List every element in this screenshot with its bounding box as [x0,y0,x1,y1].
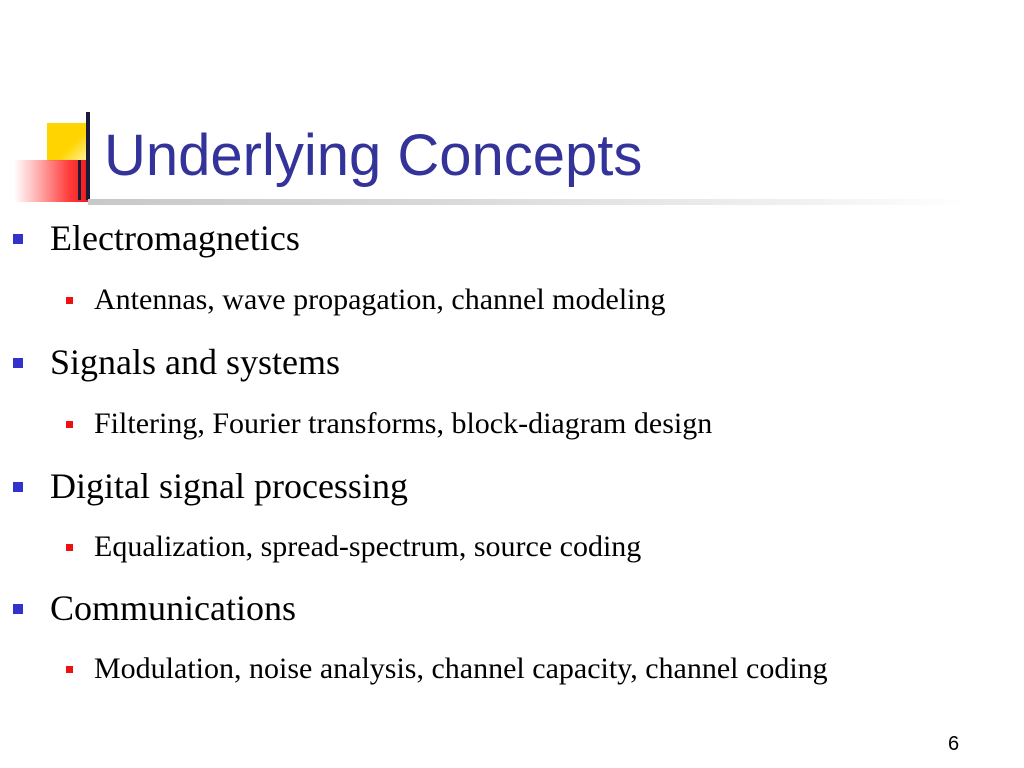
square-bullet-icon [13,358,23,368]
slide-logo-decoration [0,0,130,220]
yellow-square [47,123,87,161]
vertical-rule [86,112,90,200]
small-square-bullet-icon [66,297,73,304]
sub-bullet-text: Equalization, spread-spectrum, source co… [94,530,642,563]
title-underline [88,199,968,205]
sub-bullet-text: Modulation, noise analysis, channel capa… [94,652,828,685]
bullet-text: Signals and systems [50,342,341,382]
slide-title: Underlying Concepts [104,123,643,188]
page-number: 6 [948,733,960,755]
bullet-text: Communications [50,588,296,628]
red-gradient-bar [14,160,88,202]
bullet-text: Digital signal processing [50,466,408,506]
square-bullet-icon [13,482,23,492]
vertical-rule-short [78,160,81,200]
small-square-bullet-icon [66,544,73,551]
square-bullet-icon [13,234,23,244]
small-square-bullet-icon [66,421,73,428]
sub-bullet-text: Antennas, wave propagation, channel mode… [94,283,666,316]
small-square-bullet-icon [66,666,73,673]
bullet-text: Electromagnetics [50,218,300,258]
sub-bullet-text: Filtering, Fourier transforms, block-dia… [94,407,713,440]
square-bullet-icon [13,604,23,614]
